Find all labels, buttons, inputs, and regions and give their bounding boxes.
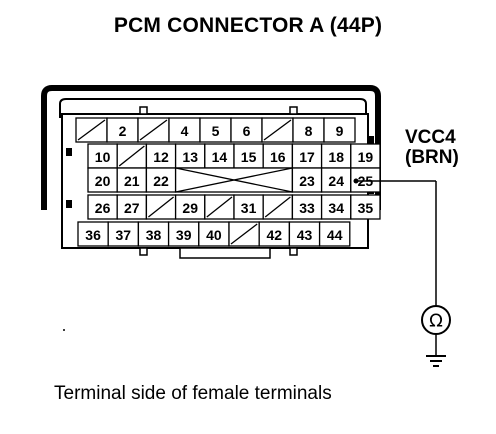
pin-cell (323, 117, 356, 143)
pin-label: 34 (328, 200, 344, 216)
pin-cell (320, 143, 352, 169)
connector-housing (41, 85, 381, 210)
pin-cell (174, 143, 206, 169)
ground-icon (426, 355, 446, 367)
pin-label: 19 (358, 149, 374, 165)
side-lock (66, 148, 72, 156)
pin-label: 24 (328, 173, 344, 189)
pin-label: 15 (241, 149, 257, 165)
test-point (353, 178, 359, 184)
empty-cavity-slash (230, 223, 258, 245)
pin-cell (350, 143, 381, 169)
pin-cell (106, 117, 139, 143)
pin-cell (291, 143, 323, 169)
pin-label: 6 (243, 123, 251, 139)
pin-label: 10 (95, 149, 111, 165)
pin-label: 27 (124, 200, 140, 216)
svg-text:Ω: Ω (429, 311, 443, 332)
pin-label: 36 (85, 227, 101, 243)
pin-label: 9 (336, 123, 344, 139)
pin-label: 29 (182, 200, 198, 216)
empty-cavity-slash (77, 119, 106, 141)
pin-label: 22 (153, 173, 169, 189)
pin-label: 12 (153, 149, 169, 165)
pin-cell (116, 167, 148, 193)
pin-label: 13 (182, 149, 198, 165)
pin-cell (318, 221, 351, 247)
pin-cell (168, 117, 201, 143)
top-tab (139, 106, 148, 115)
top-tab (289, 106, 298, 115)
blank-cross (175, 167, 293, 193)
diagram-title: PCM CONNECTOR A (44P) (113, 14, 383, 37)
pin-label: 39 (176, 227, 192, 243)
pin-cell (320, 167, 352, 193)
signal-name: VCC4 (405, 127, 456, 148)
pin-label: 33 (299, 200, 315, 216)
pin-label: 35 (358, 200, 374, 216)
pin-cell (350, 194, 381, 220)
pin-label: 4 (181, 123, 189, 139)
side-lock (368, 136, 374, 144)
pin-cell (145, 167, 177, 193)
pin-label: 17 (299, 149, 315, 165)
pin-label: 21 (124, 173, 140, 189)
pin-label: 16 (270, 149, 286, 165)
pin-label: 44 (327, 227, 343, 243)
empty-cavity-slash (147, 196, 175, 218)
pin-cell (77, 221, 109, 247)
pin-cell (288, 221, 321, 247)
empty-cavity-slash (263, 119, 292, 141)
pin-cell (233, 194, 264, 220)
wire-color: (BRN) (405, 147, 459, 168)
pin-label: 31 (241, 200, 257, 216)
pin-label: 2 (119, 123, 127, 139)
side-lock (66, 200, 72, 208)
pin-label: 20 (95, 173, 111, 189)
pin-label: 40 (206, 227, 222, 243)
pin-label: 43 (297, 227, 313, 243)
bottom-tab (139, 247, 148, 256)
pin-label: 38 (146, 227, 162, 243)
connector-latch (59, 98, 367, 118)
pin-cell (116, 194, 148, 220)
bottom-lock (179, 247, 271, 259)
pin-label: 14 (212, 149, 228, 165)
diagram-caption: Terminal side of female terminals (54, 383, 332, 404)
pin-label: 42 (267, 227, 283, 243)
pin-cell (262, 143, 294, 169)
pin-cell (87, 143, 118, 169)
pin-cell (137, 221, 170, 247)
pin-cell (199, 117, 232, 143)
pin-cell (107, 221, 140, 247)
empty-cavity-slash (264, 196, 291, 218)
empty-cavity-slash (206, 196, 233, 218)
pin-label: 18 (328, 149, 344, 165)
empty-cavity-slash (139, 119, 168, 141)
pin-cell (320, 194, 352, 220)
empty-cavity-slash (118, 145, 145, 167)
pin-label: 26 (95, 200, 111, 216)
pin-cell (291, 167, 323, 193)
pin-label: 5 (212, 123, 220, 139)
pin-label: 37 (116, 227, 132, 243)
pin-cell (87, 194, 118, 220)
bottom-tab (289, 247, 298, 256)
signal-wire (356, 180, 437, 356)
ohmmeter-icon: Ω (421, 305, 451, 335)
pin-label: 8 (305, 123, 313, 139)
pin-label: 23 (299, 173, 315, 189)
